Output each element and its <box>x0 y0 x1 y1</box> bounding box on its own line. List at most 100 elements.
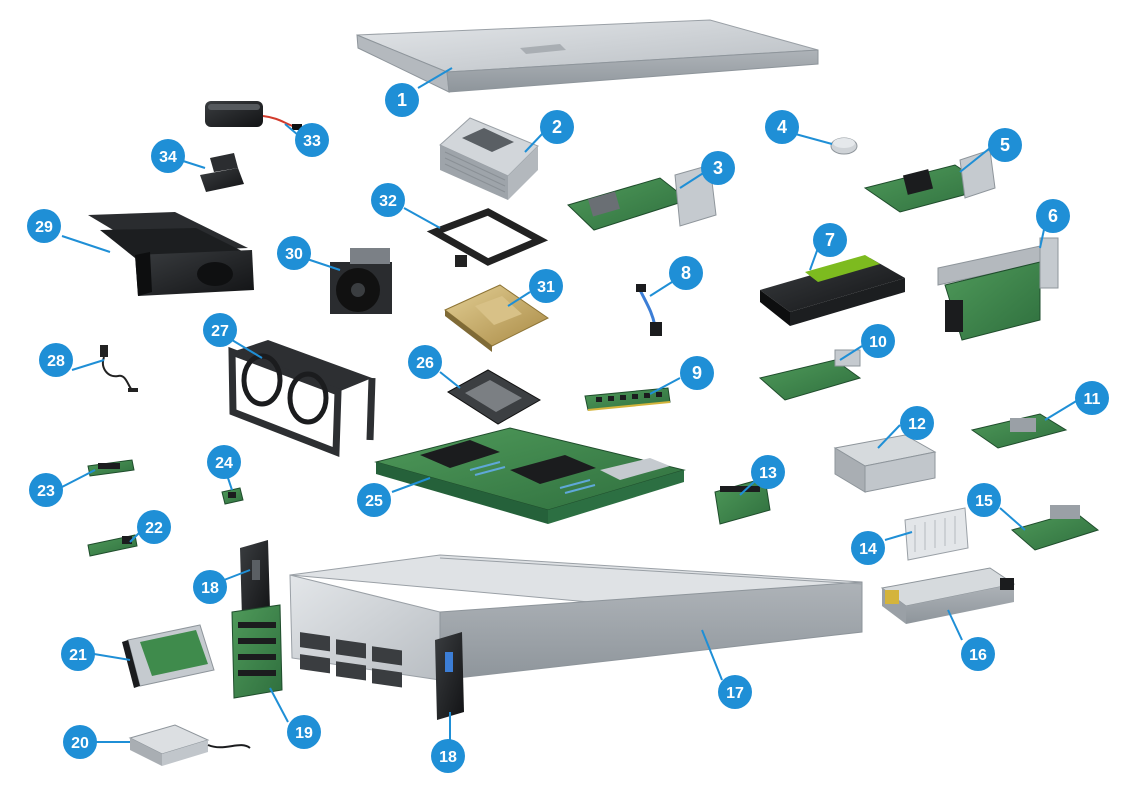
callout-rack-ear-left: 18 <box>193 570 227 604</box>
part-supercapacitor <box>128 724 251 766</box>
part-air-baffle <box>88 212 254 296</box>
callout-label: 9 <box>692 363 702 383</box>
part-raid-battery <box>205 101 302 130</box>
callout-label: 7 <box>825 230 835 250</box>
part-raid-card <box>567 164 717 231</box>
callout-hard-drive: 21 <box>61 637 95 671</box>
callout-badge <box>207 445 241 479</box>
callout-label: 27 <box>211 323 229 340</box>
callout-power-supply: 16 <box>961 637 995 671</box>
part-ocp-adapter <box>970 413 1068 449</box>
callout-processor-bracket: 32 <box>371 183 405 217</box>
callout-cpu-carrier: 26 <box>408 345 442 379</box>
part-system-board <box>374 427 686 524</box>
part-m2-ssd <box>87 459 135 477</box>
callout-label: 1 <box>397 90 407 110</box>
callout-label: 16 <box>969 647 987 664</box>
callout-badge <box>63 725 97 759</box>
part-cpu-carrier <box>447 369 542 425</box>
callout-badge <box>1036 199 1070 233</box>
callout-badge <box>371 183 405 217</box>
part-cmos-battery <box>830 137 858 155</box>
callout-badge <box>357 483 391 517</box>
callout-battery-holder: 34 <box>151 139 185 173</box>
callout-badge <box>680 356 714 390</box>
callout-badge <box>39 343 73 377</box>
part-memory-module <box>584 387 671 411</box>
callout-label: 31 <box>537 279 555 296</box>
part-pcie-card <box>758 349 862 401</box>
callout-label: 5 <box>1000 135 1010 155</box>
part-network-adapter <box>863 149 996 213</box>
part-riser-card <box>937 237 1059 341</box>
callout-label: 32 <box>379 193 397 210</box>
callout-label: 18 <box>439 749 457 766</box>
callout-badge <box>861 324 895 358</box>
callout-badge <box>701 151 735 185</box>
callout-raid-battery: 33 <box>295 123 329 157</box>
callout-memory-module: 9 <box>680 356 714 390</box>
callout-fan-cage: 27 <box>203 313 237 347</box>
callout-label: 21 <box>69 647 87 664</box>
callout-drive-blank: 14 <box>851 531 885 565</box>
callout-badge <box>193 570 227 604</box>
part-tpm-module <box>221 487 244 505</box>
part-cpu-heatsink <box>439 117 539 200</box>
callout-label: 20 <box>71 735 89 752</box>
callout-badge <box>27 209 61 243</box>
callout-network-adapter: 5 <box>988 128 1022 162</box>
part-rack-ear-left <box>240 540 270 618</box>
callout-label: 13 <box>759 465 777 482</box>
callout-label: 14 <box>859 541 877 558</box>
callout-badge <box>29 473 63 507</box>
part-power-supply <box>880 567 1016 624</box>
callout-mezzanine-card: 15 <box>967 483 1001 517</box>
callout-label: 2 <box>552 117 562 137</box>
callout-badge <box>813 223 847 257</box>
callout-fan-module: 30 <box>277 236 311 270</box>
part-rack-ear-right <box>435 632 464 720</box>
part-small-board <box>714 477 771 525</box>
callout-system-board: 25 <box>357 483 391 517</box>
leader-lines <box>59 67 1079 743</box>
part-chassis <box>289 554 863 688</box>
callout-label: 6 <box>1048 206 1058 226</box>
callout-rack-ear-right: 18 <box>431 739 465 773</box>
callout-sata-cable: 8 <box>669 256 703 290</box>
callout-gpu-module: 7 <box>813 223 847 257</box>
callout-group: 1234567891011121314151617181819202122232… <box>27 83 1109 773</box>
callout-cmos-battery: 4 <box>765 110 799 144</box>
callout-label: 4 <box>777 117 787 137</box>
callout-tpm-module: 24 <box>207 445 241 479</box>
callout-badge <box>151 139 185 173</box>
callout-badge <box>408 345 442 379</box>
callout-badge <box>295 123 329 157</box>
callout-badge <box>765 110 799 144</box>
part-m2-adapter <box>87 534 138 557</box>
callout-pcie-card: 10 <box>861 324 895 358</box>
callout-badge <box>988 128 1022 162</box>
callout-badge <box>961 637 995 671</box>
callout-badge <box>851 531 885 565</box>
part-processor <box>444 284 549 352</box>
callout-chassis: 17 <box>718 675 752 709</box>
callout-label: 15 <box>975 493 993 510</box>
callout-label: 22 <box>145 520 163 537</box>
part-fan-cage <box>228 340 376 458</box>
part-drive-blank <box>904 507 969 561</box>
callout-processor: 31 <box>529 269 563 303</box>
callout-badge <box>751 455 785 489</box>
part-gpu-module <box>760 255 905 326</box>
part-mezzanine-card <box>1010 505 1100 551</box>
callout-label: 18 <box>201 580 219 597</box>
callout-badge <box>967 483 1001 517</box>
callout-label: 34 <box>159 149 177 166</box>
callout-air-baffle: 29 <box>27 209 61 243</box>
callout-label: 33 <box>303 133 321 150</box>
callout-badge <box>431 739 465 773</box>
callout-label: 28 <box>47 353 65 370</box>
part-intrusion-switch <box>100 345 138 392</box>
callout-badge <box>1075 381 1109 415</box>
callout-ocp-adapter: 11 <box>1075 381 1109 415</box>
